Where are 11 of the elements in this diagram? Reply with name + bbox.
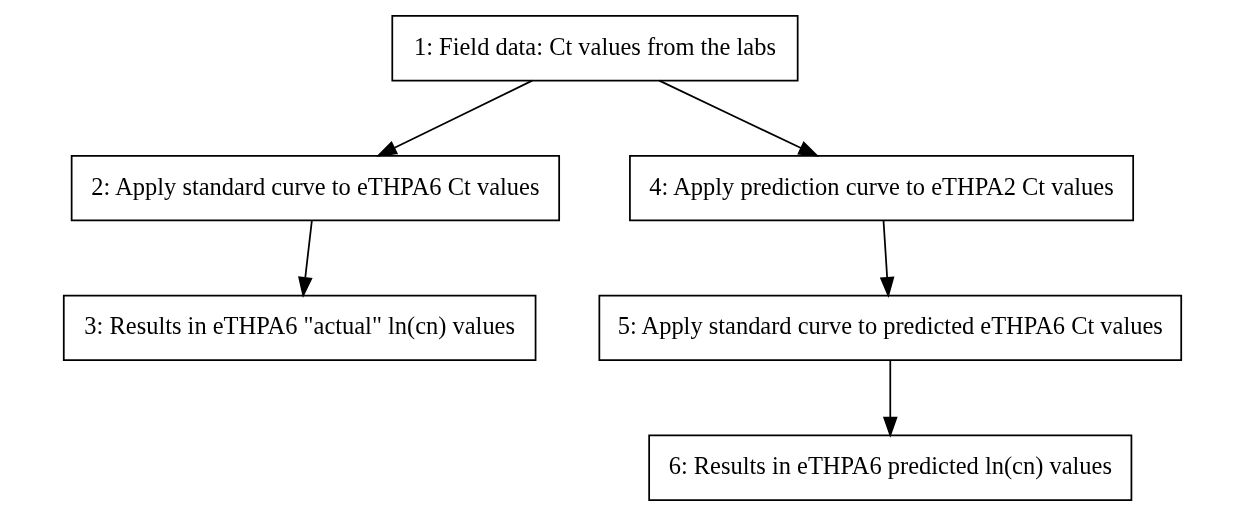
arrow xyxy=(298,219,313,298)
node-box: 6: Results in eTHPA6 predicted ln(cn) values xyxy=(648,434,1133,501)
arrow xyxy=(882,359,898,438)
arrow xyxy=(376,79,534,157)
node-box: 3: Results in eTHPA6 "actual" ln(cn) values xyxy=(62,294,537,361)
arrow xyxy=(879,219,895,298)
node-box: 2: Apply standard curve to eTHPA6 Ct values xyxy=(70,154,561,221)
arrow xyxy=(658,79,820,157)
node-box: 1: Field data: Ct values from the labs xyxy=(391,14,799,81)
node-box: 5: Apply standard curve to predicted eTHPA6 Ct values xyxy=(598,294,1183,361)
node-box: 4: Apply prediction curve to eTHPA2 Ct values xyxy=(629,154,1135,221)
